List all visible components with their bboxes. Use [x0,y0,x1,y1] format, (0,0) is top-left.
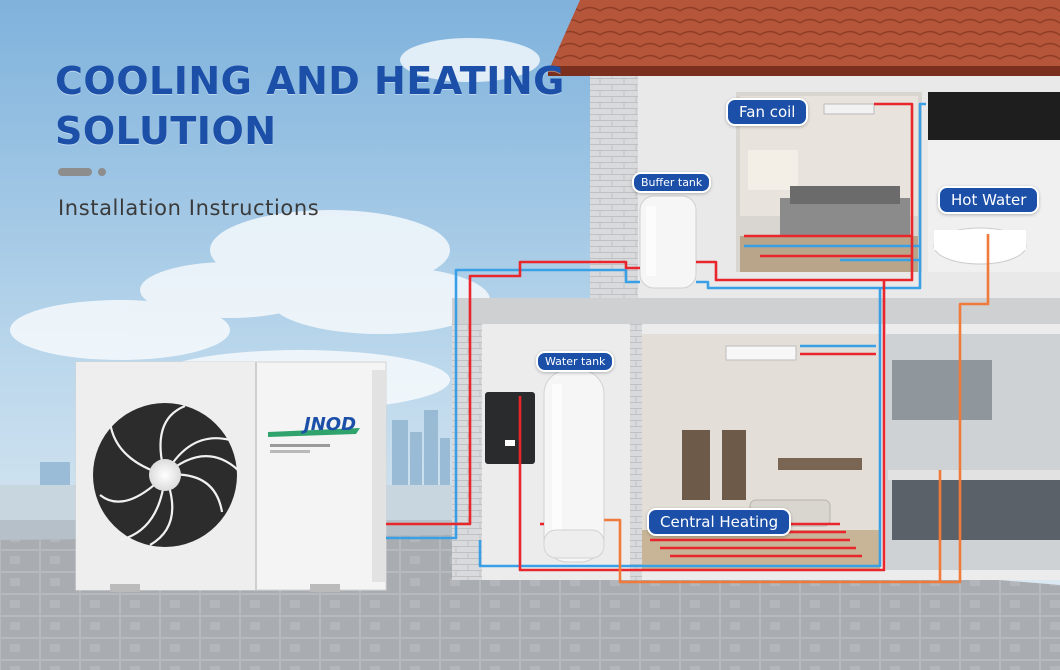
decor-pill [58,168,92,176]
heat-pump-unit [75,361,387,592]
decorative-dots [58,168,106,176]
label-water-tank: Water tank [536,351,615,372]
pipes [386,102,990,584]
label-fan-coil: Fan coil [726,98,809,126]
wall-boiler [485,392,535,464]
brand-logo: JNOD [301,414,356,435]
label-central-heating: Central Heating [647,508,792,536]
decor-dot [98,168,106,176]
subtitle: Installation Instructions [58,196,320,220]
page-title: COOLING AND HEATING SOLUTION [55,59,565,153]
roof [548,0,1060,72]
label-buffer-tank: Buffer tank [632,172,712,193]
label-hot-water: Hot Water [938,186,1040,214]
